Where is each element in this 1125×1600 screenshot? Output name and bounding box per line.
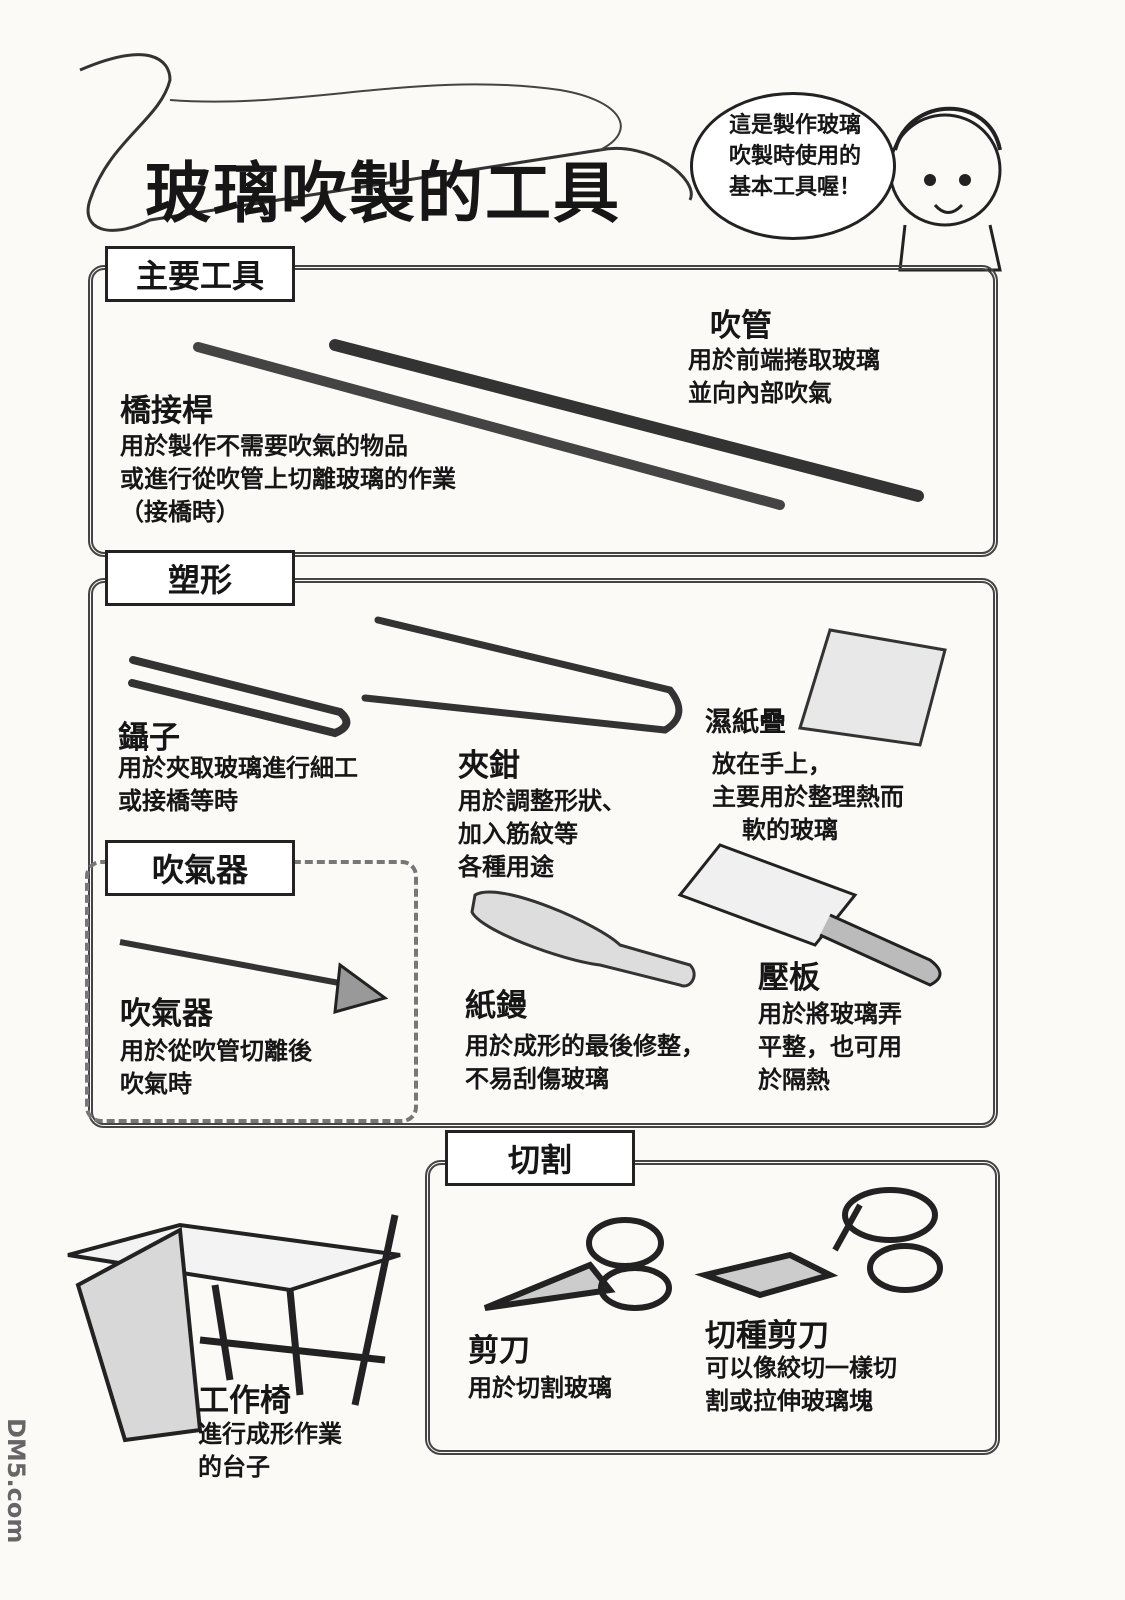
jacks-desc-line: 各種用途	[458, 853, 554, 881]
tweezers-desc-line: 用於夾取玻璃進行細工	[118, 754, 358, 782]
bench-desc: 進行成形作業 的台子	[198, 1418, 342, 1484]
speech-bubble-text: 這是製作玻璃 吹製時使用的 基本工具喔！	[705, 110, 885, 203]
scissors-label: 剪刀	[468, 1333, 530, 1369]
paddle-desc-line: 不易刮傷玻璃	[465, 1065, 609, 1093]
section-title-blower: 吹氣器	[151, 851, 248, 889]
blower-desc: 用於從吹管切離後 吹氣時	[120, 1035, 312, 1101]
jacks-label: 夾鉗	[458, 748, 520, 784]
tweezers-label: 鑷子	[118, 720, 180, 756]
wet-paper-desc-line: 放在手上，	[712, 750, 832, 778]
blowpipe-desc-line: 並向內部吹氣	[688, 379, 832, 407]
punty-desc-line: 用於製作不需要吹氣的物品	[120, 432, 408, 460]
jacks-desc: 用於調整形狀、 加入筋紋等 各種用途	[458, 785, 626, 884]
punty-desc: 用於製作不需要吹氣的物品 或進行從吹管上切離玻璃的作業 （接橋時）	[120, 430, 456, 529]
section-title-main: 主要工具	[135, 257, 264, 295]
character-drawing	[888, 106, 1002, 272]
pressboard-desc-line: 平整，也可用	[758, 1033, 902, 1061]
shears-label: 切種剪刀	[705, 1318, 829, 1354]
speech-line-3: 基本工具喔！	[728, 175, 861, 200]
jacks-desc-line: 加入筋紋等	[458, 820, 578, 848]
blower-desc-line: 吹氣時	[120, 1070, 192, 1098]
shaping-frame	[88, 578, 998, 1128]
cutting-frame	[425, 1160, 1000, 1455]
paddle-desc: 用於成形的最後修整， 不易刮傷玻璃	[465, 1030, 705, 1096]
wet-paper-desc-line: 主要用於整理熱而	[712, 783, 904, 811]
pressboard-desc-line: 於隔熱	[758, 1066, 830, 1094]
punty-label: 橋接桿	[120, 393, 213, 429]
speech-line-1: 這是製作玻璃	[728, 113, 861, 138]
pressboard-desc-line: 用於將玻璃弄	[758, 1000, 902, 1028]
section-ribbon-main: 主要工具	[64, 246, 336, 305]
section-title-shaping: 塑形	[167, 561, 232, 599]
scissors-desc-line: 用於切割玻璃	[468, 1374, 612, 1402]
punty-drawing	[193, 342, 785, 510]
wet-paper-desc-line: 軟的玻璃	[742, 816, 838, 844]
paddle-desc-line: 用於成形的最後修整，	[465, 1032, 705, 1060]
tweezers-drawing	[128, 656, 351, 738]
bench-label: 工作椅	[198, 1383, 291, 1419]
scissors-desc: 用於切割玻璃	[468, 1372, 612, 1405]
tweezers-desc: 用於夾取玻璃進行細工 或接橋等時	[118, 752, 358, 818]
page-title: 玻璃吹製的工具	[145, 155, 621, 232]
tweezers-desc-line: 或接橋等時	[118, 787, 238, 815]
blowpipe-drawing	[329, 339, 924, 502]
blowpipe-desc-line: 用於前端捲取玻璃	[688, 346, 880, 374]
speech-bubble	[690, 92, 896, 240]
section-title-cutting: 切割	[507, 1141, 572, 1179]
jacks-drawing	[361, 616, 683, 734]
section-ribbon-shaping: 塑形	[64, 550, 336, 609]
punty-desc-line: 或進行從吹管上切離玻璃的作業	[120, 465, 456, 493]
shears-desc-line: 割或拉伸玻璃塊	[705, 1387, 873, 1415]
paddle-label: 紙鏝	[465, 988, 527, 1024]
wet-paper-label: 濕紙疊	[705, 707, 786, 738]
bench-desc-line: 的台子	[198, 1453, 270, 1481]
blowpipe-desc: 用於前端捲取玻璃 並向內部吹氣	[688, 344, 880, 410]
section-ribbon-blower: 吹氣器	[64, 840, 336, 899]
watermark: DM5.com	[2, 1418, 30, 1544]
section-ribbon-cutting: 切割	[404, 1130, 676, 1189]
pressboard-label: 壓板	[758, 960, 820, 996]
blowpipe-label: 吹管	[710, 308, 772, 344]
blower-label: 吹氣器	[120, 996, 213, 1032]
blower-desc-line: 用於從吹管切離後	[120, 1037, 312, 1065]
wet-paper-desc: 放在手上， 主要用於整理熱而 軟的玻璃	[712, 748, 904, 847]
title-scroll-decoration	[79, 53, 693, 232]
shears-desc: 可以像絞切一樣切 割或拉伸玻璃塊	[705, 1352, 897, 1418]
shears-desc-line: 可以像絞切一樣切	[705, 1354, 897, 1382]
pressboard-drawing	[677, 843, 858, 947]
blower-drawing	[119, 939, 351, 988]
scissors-drawing	[483, 1217, 672, 1311]
speech-line-2: 吹製時使用的	[728, 144, 861, 169]
bench-drawing	[67, 1214, 401, 1443]
bench-desc-line: 進行成形作業	[198, 1420, 342, 1448]
jacks-desc-line: 用於調整形狀、	[458, 787, 626, 815]
main-tools-frame	[88, 265, 998, 557]
punty-desc-line: （接橋時）	[120, 498, 240, 526]
paddle-drawing	[470, 890, 696, 988]
wet-paper-drawing	[798, 628, 947, 747]
shears-drawing	[694, 1187, 943, 1299]
pressboard-desc: 用於將玻璃弄 平整，也可用 於隔熱	[758, 998, 902, 1097]
